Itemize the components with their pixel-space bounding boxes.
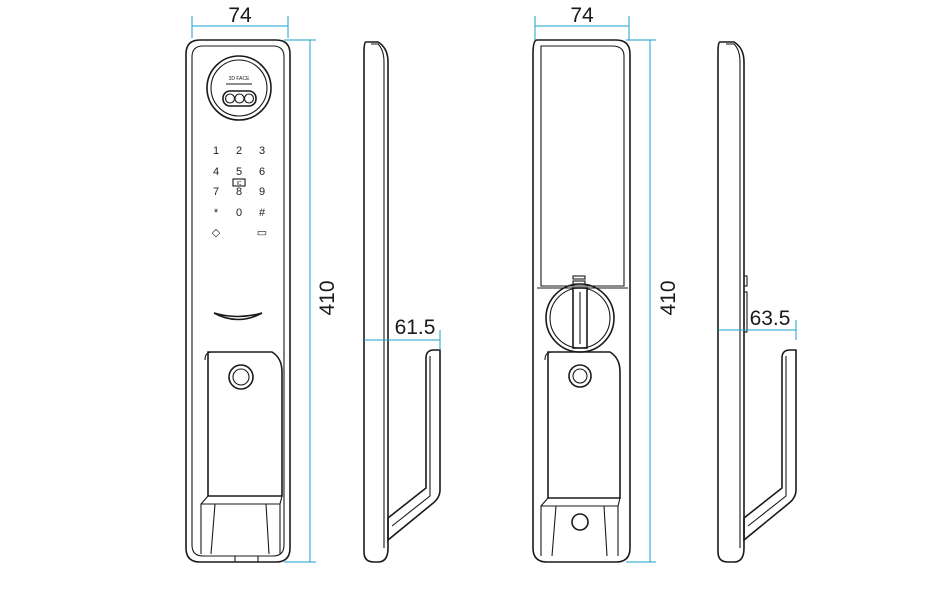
side-lock-body [363,41,389,563]
front-width-label: 74 [228,4,252,27]
side-view-front-lock: 61.5 [363,41,441,563]
card-reader-label: IC [237,181,242,187]
back-keyhole [568,364,592,388]
front-view: 74 410 3D FACE 1 2 3 4 5 [185,4,339,563]
key-0: 0 [236,207,242,219]
back-width-label: 74 [570,4,594,27]
side-projection-dimension: 61.5 [364,316,441,350]
face-recognition-sensor: 3D FACE [206,55,272,121]
key-hash: # [259,207,266,219]
key-1: 1 [213,145,219,157]
keypad: 1 2 3 4 5 6 IC 7 8 9 * 0 # ◇ ▭ [212,145,267,239]
doorbell-icon: ◇ [212,227,221,239]
key-5: 5 [236,166,242,178]
back-width-dimension: 74 [534,4,630,40]
battery-access-hole [571,513,589,531]
key-3: 3 [259,145,265,157]
back-side-projection-label: 63.5 [750,307,791,330]
front-lock-body [185,39,291,563]
front-handle [200,351,283,562]
handle-grip-slot [213,312,263,321]
front-height-dimension: 410 [284,39,339,563]
side-back-handle-lever [743,349,797,542]
side-projection-label: 61.5 [395,316,436,339]
sensor-label: 3D FACE [229,76,251,82]
back-view: 74 410 [532,4,680,563]
thumb-turn-knob [545,275,615,353]
front-keyhole [228,364,254,390]
back-side-projection-dimension: 63.5 [718,307,797,340]
key-9: 9 [259,186,265,198]
back-height-dimension: 410 [626,39,680,563]
front-width-dimension: 74 [191,4,289,38]
key-4: 4 [213,166,219,178]
side-back-lock-body [717,41,745,563]
key-2: 2 [236,145,242,157]
key-star: * [214,207,219,219]
key-7: 7 [213,186,219,198]
side-view-back-lock: 63.5 [717,41,797,563]
side-handle-lever [387,349,441,542]
back-handle [540,351,621,557]
back-height-label: 410 [657,280,680,315]
back-lock-body [532,39,631,563]
key-6: 6 [259,166,265,178]
key-8: 8 [236,186,242,198]
front-height-label: 410 [316,280,339,315]
lock-indicator-icon: ▭ [257,227,267,239]
card-reader-icon [232,178,246,187]
